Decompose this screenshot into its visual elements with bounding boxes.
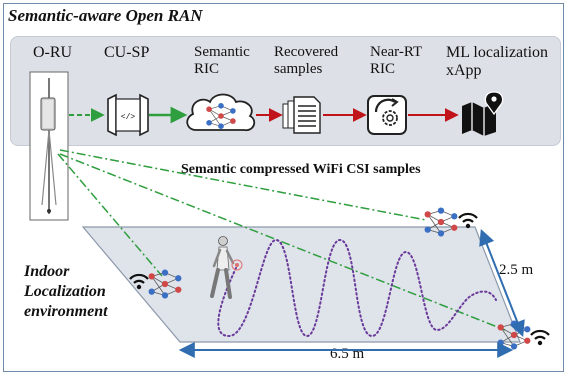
oru-antenna-icon	[29, 71, 69, 221]
walking-person-icon	[210, 236, 243, 299]
semantic-ric-label-line2: RIC	[194, 61, 220, 77]
diagram-title: Semantic-aware Open RAN	[8, 6, 203, 25]
walking-trajectory	[217, 238, 497, 338]
recovered-samples-label-line1: Recovered	[274, 44, 339, 60]
near-node-wifi-icon	[529, 329, 551, 347]
csi-link-to-far-node	[59, 149, 427, 221]
recovered-samples-label-line2: samples	[274, 61, 323, 77]
far-node-wifi-icon	[457, 212, 479, 230]
cusp-code-symbol: </>	[121, 113, 136, 122]
environment-label: Indoor Localization environment	[24, 262, 108, 322]
environment-label-line2: Localization	[24, 283, 106, 300]
environment-label-line1: Indoor	[24, 263, 70, 280]
csi-link-to-near-node	[59, 153, 506, 331]
wifi-csi-link-label: Semantic compressed WiFi CSI samples	[181, 162, 421, 177]
map-location-icon	[462, 91, 504, 136]
near-rt-ric-label-line1: Near-RT	[370, 44, 423, 60]
ml-xapp-label-line2: xApp	[446, 62, 482, 79]
ml-xapp-label-line1: ML localization	[446, 44, 549, 61]
recovered-samples-documents-icon	[282, 96, 321, 134]
depth-dimension-arrow	[479, 229, 525, 337]
oru-label: O-RU	[33, 44, 73, 61]
floor-plane	[81, 226, 521, 343]
environment-label-line3: environment	[24, 303, 108, 320]
cusp-code-icon: </>	[107, 93, 149, 137]
semantic-ric-cloud-icon	[186, 93, 256, 132]
cusp-label: CU-SP	[104, 44, 150, 61]
near-rt-ric-gear-icon	[367, 95, 407, 135]
csi-link-to-left-node	[57, 153, 163, 277]
semantic-ric-label-line1: Semantic	[194, 44, 250, 60]
near-rt-ric-label-line2: RIC	[370, 61, 396, 77]
